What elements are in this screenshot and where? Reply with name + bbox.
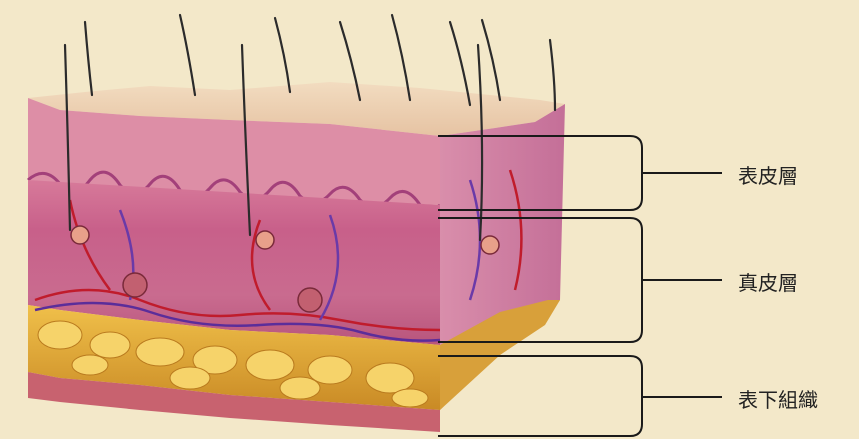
skin-block xyxy=(28,82,565,432)
label-epidermis: 表皮層 xyxy=(738,160,798,189)
label-dermis: 真皮層 xyxy=(738,267,798,296)
label-hypodermis: 表下組織 xyxy=(738,384,818,413)
